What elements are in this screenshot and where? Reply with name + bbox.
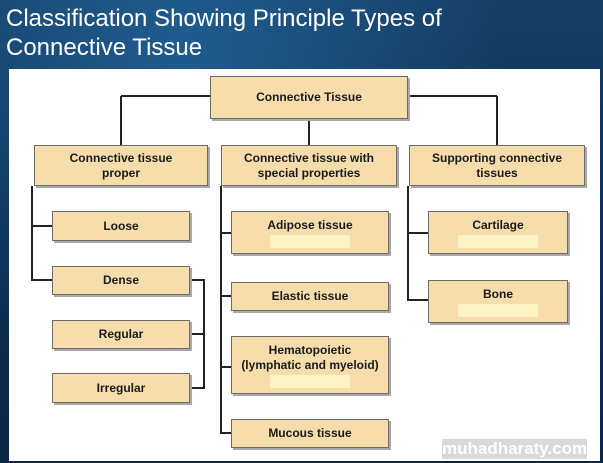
- special-item-mucous-label: Mucous tissue: [268, 426, 352, 440]
- category-special-label: Connective tissue with special propertie…: [243, 150, 375, 180]
- category-supporting-node: Supporting connective tissues: [409, 145, 585, 186]
- proper-item-loose-label: Loose: [103, 218, 139, 233]
- root-label: Connective Tissue: [256, 90, 362, 104]
- special-item-hematopoietic: Hematopoietic (lymphatic and myeloid): [231, 336, 389, 394]
- special-item-adipose-label: Adipose tissue: [267, 217, 353, 232]
- slide-title: Classification Showing Principle Types o…: [6, 4, 596, 62]
- category-supporting-label: Supporting connective tissues: [431, 150, 562, 180]
- proper-item-regular: Regular: [52, 320, 190, 349]
- special-item-elastic-label: Elastic tissue: [271, 289, 349, 303]
- supporting-item-bone: Bone: [428, 280, 568, 323]
- special-item-mucous: Mucous tissue: [231, 419, 389, 448]
- proper-item-regular-label: Regular: [98, 327, 144, 341]
- category-special-node: Connective tissue with special propertie…: [221, 145, 397, 186]
- blank-field: [270, 234, 350, 248]
- blank-field: [458, 234, 538, 248]
- slide-title-line-2: Connective Tissue: [6, 34, 203, 61]
- special-item-hematopoietic-label-1: Hematopoietic: [268, 342, 352, 357]
- root-node: Connective Tissue: [210, 76, 408, 119]
- slide-title-line-1: Classification Showing Principle Types o…: [6, 5, 442, 32]
- proper-item-dense-label: Dense: [102, 273, 140, 287]
- special-item-elastic: Elastic tissue: [231, 282, 389, 311]
- connector-supporting-trunk: [407, 186, 428, 301]
- blank-field: [458, 303, 538, 317]
- watermark: muhadharaty.com: [442, 439, 588, 459]
- special-item-adipose: Adipose tissue: [231, 211, 389, 254]
- supporting-item-bone-label: Bone: [483, 286, 513, 301]
- proper-item-loose: Loose: [52, 211, 190, 241]
- supporting-item-cartilage-label: Cartilage: [472, 217, 524, 232]
- proper-item-dense: Dense: [52, 266, 190, 295]
- connector-proper-trunk: [31, 186, 52, 281]
- category-proper-node: Connective tissue proper: [34, 145, 208, 186]
- category-proper-label: Connective tissue proper: [69, 150, 173, 180]
- special-item-hematopoietic-label-2: (lymphatic and myeloid): [241, 357, 379, 372]
- supporting-item-cartilage: Cartilage: [428, 211, 568, 254]
- proper-item-irregular-label: Irregular: [96, 380, 146, 395]
- blank-field: [270, 374, 350, 388]
- proper-item-irregular: Irregular: [52, 373, 190, 403]
- connector-special-trunk: [220, 186, 231, 434]
